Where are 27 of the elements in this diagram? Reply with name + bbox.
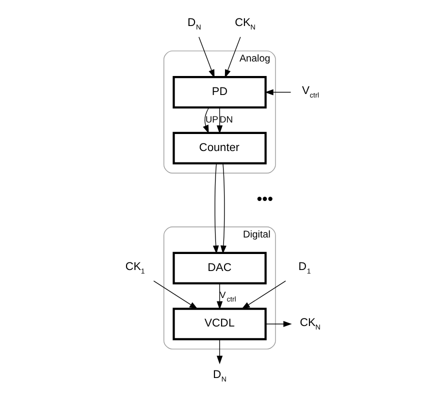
label: ••• (256, 190, 273, 208)
arrow (202, 107, 209, 134)
node-text: D$_{1}$ (298, 261, 310, 276)
node-box: VCDL (172, 308, 266, 340)
node-text: CK$_{N}$ (299, 316, 320, 332)
arrow (220, 162, 226, 254)
arrow (198, 36, 214, 78)
arrow (265, 321, 292, 327)
arrow (216, 283, 222, 310)
node-text: V$_{ctrl}$ (301, 85, 319, 100)
node-text: D$_{N}$ (212, 368, 226, 384)
node-box: DAC (172, 252, 266, 284)
node-box: Counter (172, 132, 266, 164)
edge-label: UP (205, 114, 218, 125)
edge-label: V$_{ctrl}$ (219, 290, 236, 304)
arrow (212, 162, 218, 254)
node-text: D$_{N}$ (187, 17, 201, 32)
arrow (152, 280, 198, 310)
node-box: PD (172, 76, 266, 109)
arrow (216, 107, 222, 134)
arrow (224, 36, 240, 78)
arrow (216, 338, 222, 364)
arrow (264, 89, 291, 96)
arrow (240, 280, 286, 310)
node-text: CK$_{1}$ (124, 261, 144, 276)
node-text: CK$_{N}$ (234, 17, 255, 32)
edge-label: DN (219, 114, 232, 125)
